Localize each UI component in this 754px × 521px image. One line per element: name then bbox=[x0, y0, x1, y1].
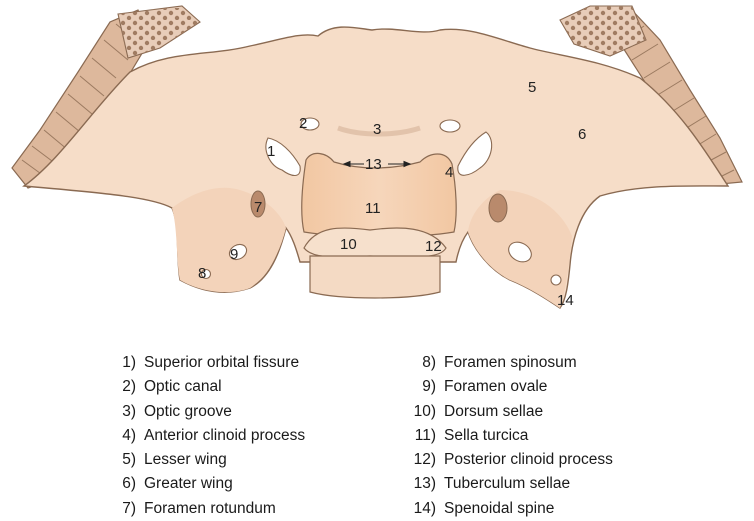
legend-text: Tuberculum sellae bbox=[444, 475, 571, 493]
marker-14: 14 bbox=[557, 292, 574, 309]
legend-item: 9) Foramen ovale bbox=[400, 375, 613, 399]
legend-item: 1) Superior orbital fissure bbox=[114, 351, 305, 375]
marker-13: 13 bbox=[365, 156, 382, 173]
left-edge-striations bbox=[21, 23, 141, 177]
legend-text: Foramen spinosum bbox=[444, 354, 577, 371]
marker-10: 10 bbox=[340, 236, 357, 253]
marker-12: 12 bbox=[425, 238, 442, 255]
legend-number: 14) bbox=[413, 499, 436, 517]
legend-text: Greater wing bbox=[144, 475, 233, 493]
legend-number: 13) bbox=[413, 475, 436, 493]
marker-11: 11 bbox=[365, 200, 381, 217]
right-superior-orbital-fissure bbox=[457, 131, 493, 176]
marker-9: 9 bbox=[230, 246, 238, 263]
legend-item: 13) Tuberculum sellae bbox=[400, 472, 613, 496]
marker-3: 3 bbox=[373, 121, 381, 138]
legend-number: 10) bbox=[413, 402, 436, 420]
legend-item: 10) Dorsum sellae bbox=[400, 400, 613, 424]
optic-groove bbox=[337, 125, 421, 137]
right-foramen-spinosum bbox=[550, 274, 562, 286]
legend-text: Anterior clinoid process bbox=[144, 426, 306, 444]
marker-4: 4 bbox=[445, 164, 453, 181]
legend-item: 11) Sella turcica bbox=[400, 424, 613, 448]
legend-item: 6) Greater wing bbox=[114, 472, 305, 496]
legend-item: 14) Spenoidal spine bbox=[400, 497, 613, 521]
marker-6: 6 bbox=[578, 126, 586, 143]
legend-item: 8) Foramen spinosum bbox=[400, 351, 613, 375]
legend-item: 7) Foramen rotundum bbox=[114, 497, 305, 521]
legend-text: Dorsum sellae bbox=[444, 402, 544, 420]
legend-number: 3) bbox=[122, 402, 136, 420]
legend-number: 6) bbox=[122, 475, 136, 493]
legend-number: 5) bbox=[122, 451, 136, 469]
legend-number: 9) bbox=[422, 378, 436, 396]
marker-5: 5 bbox=[528, 79, 536, 96]
marker-2: 2 bbox=[299, 115, 307, 132]
legend-text: Optic groove bbox=[144, 402, 232, 420]
marker-7: 7 bbox=[254, 199, 262, 216]
left-foramen-rotundum bbox=[250, 190, 266, 218]
legend-item: 4) Anterior clinoid process bbox=[114, 424, 305, 448]
right-foramen-rotundum bbox=[488, 193, 508, 223]
legend-text: Posterior clinoid process bbox=[444, 451, 613, 469]
legend-right-column: 8) Foramen spinosum 9) Foramen ovale 10) Do… bbox=[400, 351, 613, 521]
sphenoid-body bbox=[301, 152, 457, 238]
legend-text: Sella turcica bbox=[444, 426, 529, 444]
legend-item: 2) Optic canal bbox=[114, 375, 305, 399]
tuberculum-sellae-arrow bbox=[342, 160, 412, 168]
legend-number: 11) bbox=[414, 426, 436, 444]
legend-text: Optic canal bbox=[144, 378, 222, 396]
legend-number: 1) bbox=[122, 354, 136, 371]
legend-text: Foramen ovale bbox=[444, 378, 548, 396]
legend-text: Superior orbital fissure bbox=[144, 354, 300, 371]
legend-number: 2) bbox=[122, 378, 136, 396]
right-optic-canal bbox=[439, 119, 461, 133]
legend-text: Spenoidal spine bbox=[444, 499, 555, 517]
right-foramen-ovale bbox=[508, 241, 532, 263]
legend-number: 12) bbox=[413, 451, 436, 469]
legend-item: 12) Posterior clinoid process bbox=[400, 448, 613, 472]
left-superior-orbital-fissure bbox=[265, 137, 301, 177]
legend-left-column: 1) Superior orbital fissure 2) Optic canal… bbox=[114, 351, 305, 521]
left-foramen-ovale bbox=[228, 243, 248, 261]
legend-text: Lesser wing bbox=[144, 451, 227, 469]
legend-text: Foramen rotundum bbox=[144, 499, 276, 517]
left-foramen-spinosum bbox=[200, 268, 212, 280]
legend-number: 4) bbox=[122, 426, 136, 444]
basilar-block bbox=[309, 255, 441, 299]
legend-number: 7) bbox=[122, 499, 136, 517]
sphenoid-bone-illustration: 1 2 3 4 5 6 7 8 9 10 11 12 13 14 bbox=[11, 5, 743, 309]
legend-item: 3) Optic groove bbox=[114, 400, 305, 424]
marker-8: 8 bbox=[198, 265, 206, 282]
legend-number: 8) bbox=[422, 354, 436, 371]
left-optic-canal bbox=[300, 117, 320, 131]
marker-1: 1 bbox=[267, 143, 275, 160]
legend-item: 5) Lesser wing bbox=[114, 448, 305, 472]
